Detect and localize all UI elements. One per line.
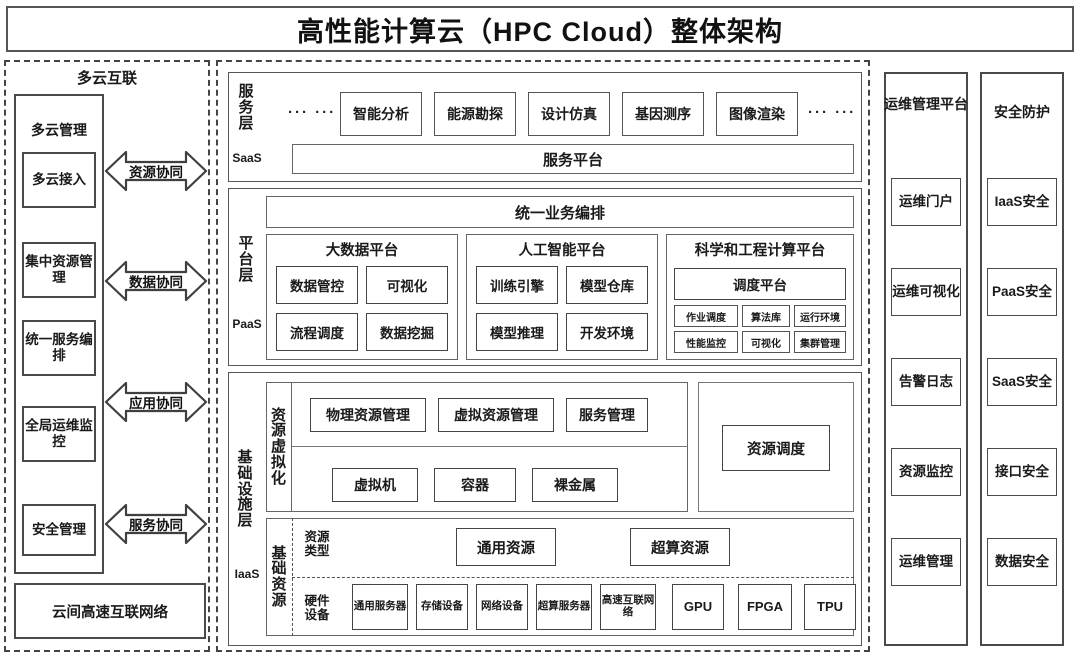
hardware-high-speed-interconnect[interactable]: 高速互联网络 (600, 584, 656, 630)
module-process-scheduling[interactable]: 流程调度 (276, 313, 358, 351)
multicloud-heading: 多云互联 (76, 70, 137, 87)
left-item-multicloud-access[interactable]: 多云接入 (22, 152, 96, 208)
base-resources-label-cell: 基础资源 (266, 518, 292, 636)
platform-sci-eng-title: 科学和工程计算平台 (694, 243, 826, 259)
paas-layer-tag: PaaS (232, 317, 262, 331)
module-data-governance[interactable]: 数据管控 (276, 266, 358, 304)
arrow-label: 数据协同 (129, 275, 183, 290)
left-item-security-management[interactable]: 安全管理 (22, 504, 96, 556)
resource-type-label: 资源类型 (304, 530, 330, 558)
inter-cloud-network-box: 云间高速互联网络 (14, 583, 206, 639)
hardware-fpga[interactable]: FPGA (738, 584, 792, 630)
resource-virtualization-label: 资源虚拟化 (270, 406, 286, 487)
module-visualization-sci[interactable]: 可视化 (742, 331, 790, 353)
module-scheduling-platform[interactable]: 调度平台 (674, 268, 846, 300)
hardware-general-server[interactable]: 通用服务器 (352, 584, 408, 630)
arrow-label: 服务协同 (129, 518, 183, 533)
security-item-saas[interactable]: SaaS安全 (987, 358, 1057, 406)
unified-business-orchestration-box[interactable]: 统一业务编排 (266, 196, 854, 228)
hardware-tpu[interactable]: TPU (804, 584, 856, 630)
module-training-engine[interactable]: 训练引擎 (476, 266, 558, 304)
module-job-scheduling[interactable]: 作业调度 (674, 305, 738, 327)
ops-management-panel-title: 运维管理平台 (884, 96, 968, 112)
arrow-service-collaboration: 服务协同 (104, 500, 208, 548)
physical-resource-management[interactable]: 物理资源管理 (310, 398, 426, 432)
saas-app-intelligent-analysis[interactable]: 智能分析 (340, 92, 422, 136)
saas-app-design-simulation[interactable]: 设计仿真 (528, 92, 610, 136)
left-item-global-ops-monitoring[interactable]: 全局运维监控 (22, 406, 96, 462)
ops-item-portal[interactable]: 运维门户 (891, 178, 961, 226)
base-resources-horizontal-divider (292, 577, 854, 578)
hardware-storage-device[interactable]: 存储设备 (416, 584, 468, 630)
saas-app-energy-exploration[interactable]: 能源勘探 (434, 92, 516, 136)
ops-item-alert-log[interactable]: 告警日志 (891, 358, 961, 406)
module-dev-environment[interactable]: 开发环境 (566, 313, 648, 351)
module-runtime-environment[interactable]: 运行环境 (794, 305, 846, 327)
service-platform-box[interactable]: 服务平台 (292, 144, 854, 174)
module-model-inference[interactable]: 模型推理 (476, 313, 558, 351)
left-item-centralized-resource-management[interactable]: 集中资源管理 (22, 242, 96, 298)
virtual-resource-management[interactable]: 虚拟资源管理 (438, 398, 554, 432)
security-item-data[interactable]: 数据安全 (987, 538, 1057, 586)
hardware-network-device[interactable]: 网络设备 (476, 584, 528, 630)
arrow-data-collaboration: 数据协同 (104, 257, 208, 305)
hardware-devices-label: 硬件设备 (304, 594, 330, 622)
resource-virtualization-label-cell: 资源虚拟化 (266, 382, 292, 512)
hardware-gpu[interactable]: GPU (672, 584, 724, 630)
page-title: 高性能计算云（HPC Cloud）整体架构 (297, 16, 783, 47)
security-panel-title: 安全防护 (994, 104, 1050, 120)
iaas-layer-tag: IaaS (234, 567, 260, 581)
base-resources-label: 基础资源 (271, 544, 287, 609)
container[interactable]: 容器 (434, 468, 516, 502)
arrow-label: 应用协同 (129, 396, 183, 411)
module-data-mining[interactable]: 数据挖掘 (366, 313, 448, 351)
module-visualization-bd[interactable]: 可视化 (366, 266, 448, 304)
module-performance-monitoring[interactable]: 性能监控 (674, 331, 738, 353)
left-item-unified-service-orchestration[interactable]: 统一服务编排 (22, 320, 96, 376)
platform-big-data-title: 大数据平台 (325, 243, 399, 259)
platform-ai-title: 人工智能平台 (518, 243, 606, 259)
saas-app-gene-sequencing[interactable]: 基因测序 (622, 92, 704, 136)
module-model-repository[interactable]: 模型仓库 (566, 266, 648, 304)
saas-right-ellipsis: ··· ··· (808, 104, 857, 121)
bare-metal[interactable]: 裸金属 (532, 468, 618, 502)
supercomputing-resources[interactable]: 超算资源 (630, 528, 730, 566)
ops-item-ops-management[interactable]: 运维管理 (891, 538, 961, 586)
module-algorithm-library[interactable]: 算法库 (742, 305, 790, 327)
saas-app-image-rendering[interactable]: 图像渲染 (716, 92, 798, 136)
arrow-resource-collaboration: 资源协同 (104, 147, 208, 195)
hardware-supercomputing-server[interactable]: 超算服务器 (536, 584, 592, 630)
security-item-paas[interactable]: PaaS安全 (987, 268, 1057, 316)
paas-layer-name: 平台层 (238, 235, 254, 284)
module-cluster-management[interactable]: 集群管理 (794, 331, 846, 353)
security-item-iaas[interactable]: IaaS安全 (987, 178, 1057, 226)
arrow-label: 资源协同 (129, 165, 183, 180)
virtualization-divider (292, 446, 688, 447)
diagram-title-bar: 高性能计算云（HPC Cloud）整体架构 (6, 6, 1074, 52)
arrow-application-collaboration: 应用协同 (104, 378, 208, 426)
ops-item-visualization[interactable]: 运维可视化 (891, 268, 961, 316)
virtual-machine[interactable]: 虚拟机 (332, 468, 418, 502)
multicloud-management-label: 多云管理 (31, 122, 87, 138)
saas-left-ellipsis: ··· ··· (288, 104, 337, 121)
ops-item-resource-monitoring[interactable]: 资源监控 (891, 448, 961, 496)
saas-layer-tag: SaaS (232, 151, 262, 165)
security-item-interface[interactable]: 接口安全 (987, 448, 1057, 496)
service-management[interactable]: 服务管理 (566, 398, 648, 432)
saas-layer-name: 服务层 (238, 83, 254, 132)
iaas-layer-name: 基础设施层 (237, 449, 253, 529)
resource-scheduling-box[interactable]: 资源调度 (722, 425, 830, 471)
general-resources[interactable]: 通用资源 (456, 528, 556, 566)
